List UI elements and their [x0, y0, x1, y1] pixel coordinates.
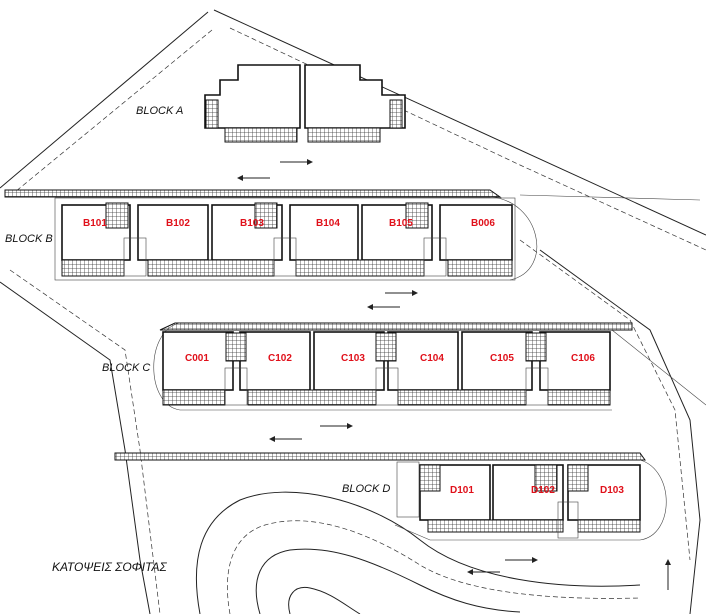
block-c-label: BLOCK C	[102, 362, 150, 374]
unit-label: B101	[83, 218, 107, 229]
unit-label: D102	[531, 485, 555, 496]
block-d: D101 D102 D103 BLOCK D	[114, 452, 667, 541]
unit-label: B006	[471, 218, 495, 229]
unit-label: B104	[316, 218, 340, 229]
traffic-arrows	[237, 159, 671, 590]
block-d-label: BLOCK D	[342, 483, 390, 495]
unit-label: B102	[166, 218, 190, 229]
unit-label: C001	[185, 353, 209, 364]
access-road	[195, 491, 641, 614]
block-b: B101 B102 B103 B104 B105 B006 BLOCK B	[4, 189, 538, 281]
unit-label: B103	[240, 218, 264, 229]
site-boundary	[0, 9, 706, 614]
unit-label: B105	[389, 218, 413, 229]
unit-label: C103	[341, 353, 365, 364]
unit-label: C105	[490, 353, 514, 364]
unit-label: D103	[600, 485, 624, 496]
unit-label: C106	[571, 353, 595, 364]
drawing-title: ΚΑΤΟΨΕΙΣ ΣΟΦΙΤΑΣ	[52, 560, 167, 574]
block-c: C001 C102 C103 C104 C105 C106 BLOCK C	[102, 322, 633, 411]
block-a-label: BLOCK A	[136, 105, 183, 117]
block-b-label: BLOCK B	[5, 233, 53, 245]
unit-label: C102	[268, 353, 292, 364]
unit-label: C104	[420, 353, 444, 364]
unit-label: D101	[450, 485, 474, 496]
block-a: BLOCK A	[136, 64, 406, 143]
